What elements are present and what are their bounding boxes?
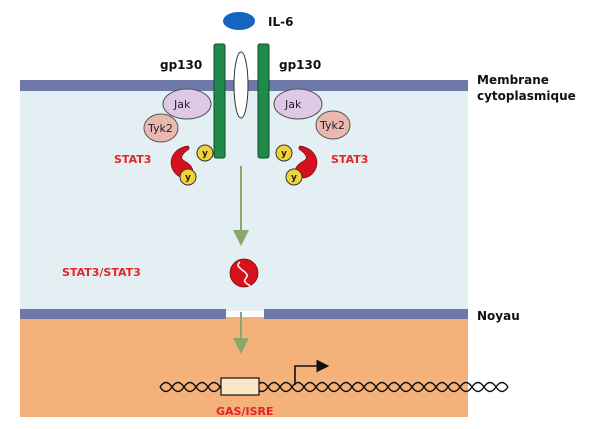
il6-label: IL-6 [268,15,293,29]
stat3-right-label: STAT3 [331,153,368,166]
gp130-left-label: gp130 [160,58,202,72]
nuclear-membrane-right [264,309,468,319]
nuclear-membrane-left [20,309,226,319]
tyk2-left-label: Tyk2 [147,122,173,135]
gp130-right-receptor [257,43,270,159]
gp130-right-label: gp130 [279,58,321,72]
nucleus-region [20,317,468,417]
phospho-y-left-2 [179,168,197,186]
phospho-y-left-1 [196,144,214,162]
dna-helix [159,381,509,393]
membrane-label-line2: cytoplasmique [477,89,576,103]
phospho-y-left-1-label: y [202,149,208,159]
noyau-label: Noyau [477,309,520,323]
tyk2-right [315,110,351,140]
gp130-left-receptor [213,43,226,159]
il6-ligand [223,12,255,30]
gas-isre-label: GAS/ISRE [216,405,273,418]
jak-right [273,88,323,120]
jak-left-label: Jak [173,98,191,111]
phospho-y-left-2-label: y [185,173,191,183]
dimer-label: STAT3/STAT3 [62,266,141,279]
stat3-dimer-seam [237,261,251,287]
receptor-binding-oval [233,51,249,119]
stat3-right-monomer [294,145,318,179]
jak-left [162,88,212,120]
stat3-dimer [229,258,259,288]
phospho-y-right-1 [275,144,293,162]
stat3-left-label: STAT3 [114,153,151,166]
tyk2-left [143,113,179,143]
jak-right-label: Jak [284,98,302,111]
phospho-y-right-1-label: y [281,149,287,159]
transcription-start-arrow [294,359,330,385]
membrane-label-line1: Membrane [477,73,549,87]
gas-isre-element [220,377,260,396]
phospho-y-right-2 [285,168,303,186]
tyk2-right-label: Tyk2 [319,119,345,132]
phospho-y-right-2-label: y [291,173,297,183]
